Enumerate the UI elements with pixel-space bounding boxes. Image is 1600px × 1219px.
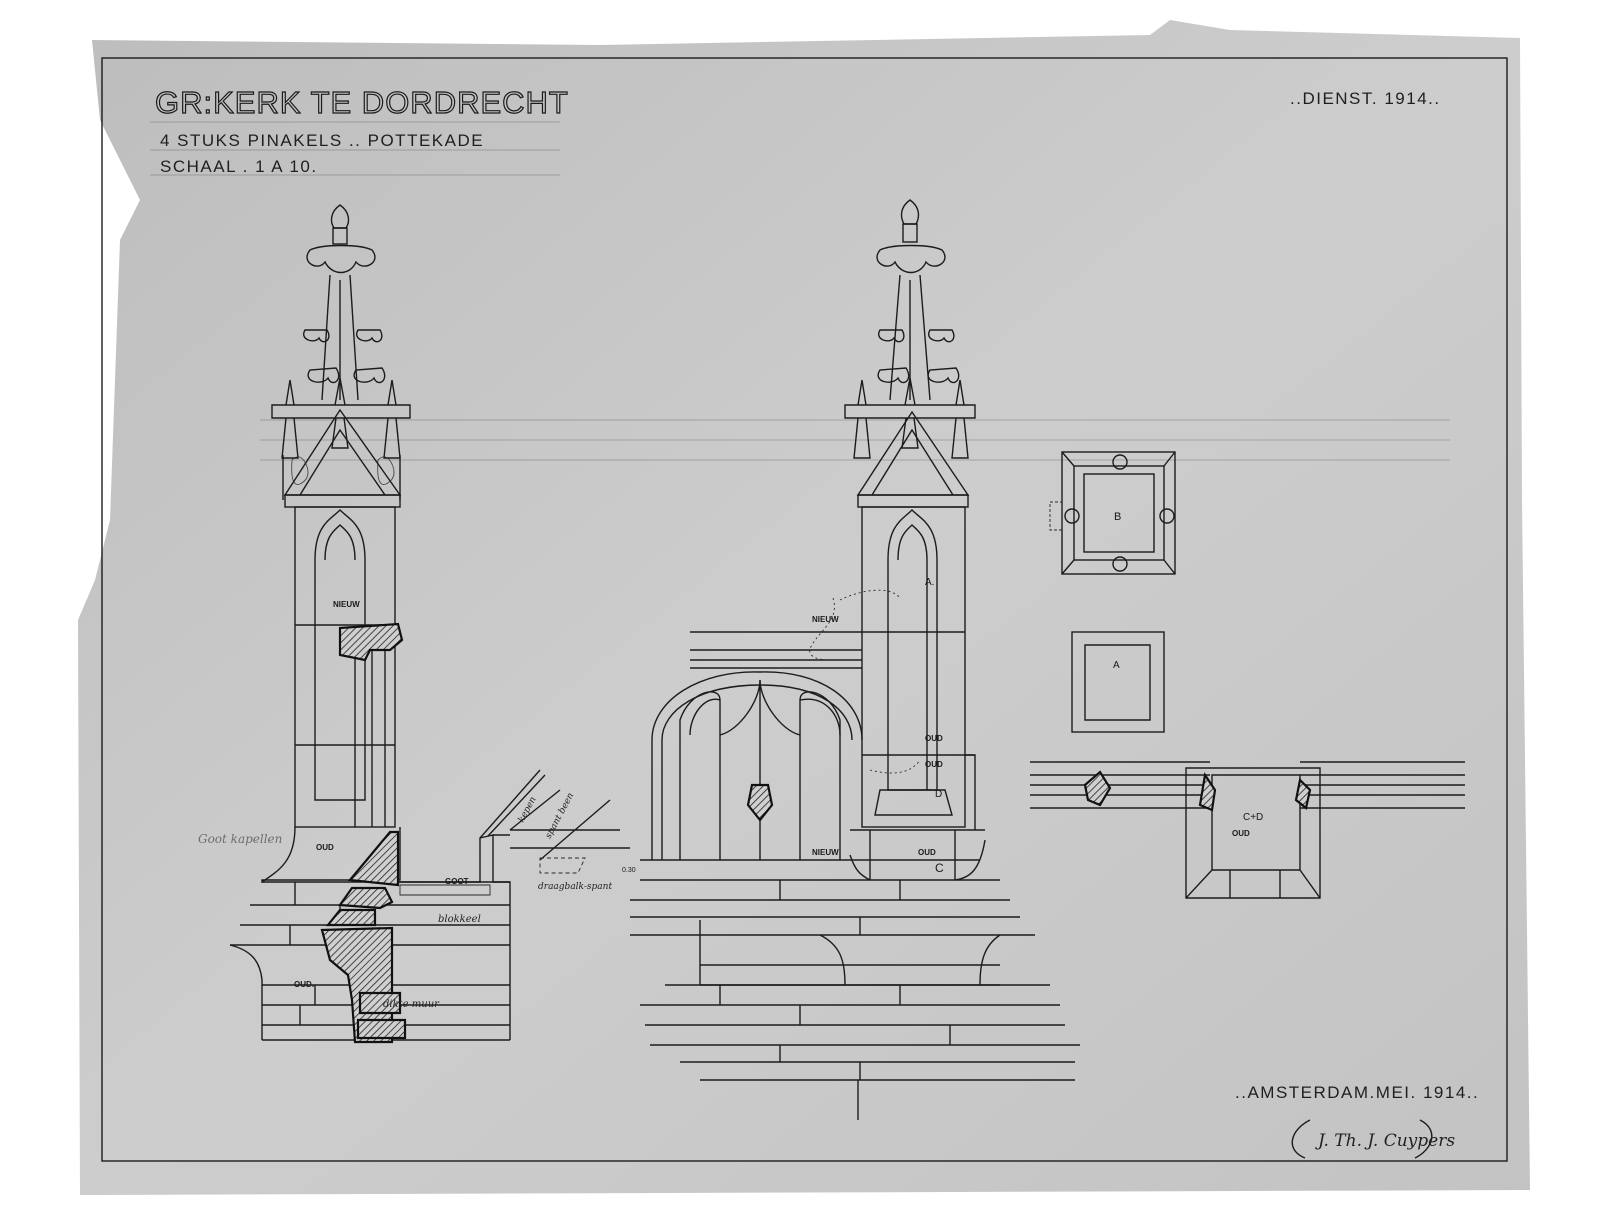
label-dikte-muur: dikte muur xyxy=(383,999,440,1010)
service-label: ..DIENST. 1914.. xyxy=(1290,89,1441,108)
label-blokkeel: blokkeel xyxy=(438,914,481,925)
label-plan-b: B xyxy=(1114,511,1121,523)
label-section-oud: OUD xyxy=(1232,829,1250,838)
title-main: GR:KERK TE DORDRECHT xyxy=(155,85,569,120)
plan-b xyxy=(1049,451,1176,575)
title-scale: SCHAAL . 1 A 10. xyxy=(160,157,318,176)
signature-text: J. Th. J. Cuypers xyxy=(1315,1131,1455,1151)
label-goot-kapellen: Goot kapellen xyxy=(198,832,282,846)
place-date: ..AMSTERDAM.MEI. 1914.. xyxy=(1235,1083,1479,1102)
label-nieuw-left: NIEUW xyxy=(333,600,360,609)
label-oud-1: OUD xyxy=(925,734,943,743)
label-a-middle: A. xyxy=(925,577,934,588)
label-c-middle: C xyxy=(935,861,944,875)
border-frame xyxy=(101,57,1508,1162)
label-section-cd: C+D xyxy=(1243,812,1263,823)
label-oud-lower: OUD. xyxy=(294,980,314,989)
label-nieuw-middle-bottom: NIEUW xyxy=(812,848,839,857)
guide-lines xyxy=(150,121,1450,461)
label-nieuw-middle-top: NIEUW xyxy=(812,615,839,624)
label-oud-upper: OUD xyxy=(316,843,334,852)
paper xyxy=(78,20,1530,1195)
label-d-middle: D xyxy=(935,789,942,800)
label-oud-base: OUD xyxy=(918,848,936,857)
section-a xyxy=(1071,631,1165,733)
label-draagbalk-spant: draagbalk-spant xyxy=(538,882,612,892)
middle-pinnacle xyxy=(630,199,1080,1120)
label-goot: GOOT xyxy=(445,877,469,886)
label-section-a: A xyxy=(1113,660,1120,671)
section-cd xyxy=(1030,761,1465,899)
left-pinnacle xyxy=(229,204,630,1044)
label-dimension: 0.30 xyxy=(622,867,636,874)
title-subtitle: 4 STUKS PINAKELS .. POTTEKADE xyxy=(160,131,484,150)
signature: J. Th. J. Cuypers xyxy=(1291,1119,1455,1159)
label-oud-2: OUD xyxy=(925,760,943,769)
